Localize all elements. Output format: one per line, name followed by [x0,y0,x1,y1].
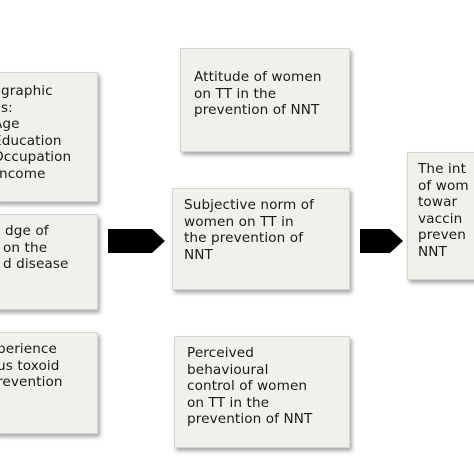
perceived-control-line: behavioural [187,361,269,378]
intention-line: towar [418,194,458,210]
arrow-right-icon [108,229,165,253]
experience-box: perience us toxoid revention [0,332,98,434]
knowledge-line: on the [3,239,48,256]
experience-line: perience [0,341,57,357]
knowledge-line: dge of [5,223,49,239]
intention-line: NNT [418,243,447,260]
subjective-norm-box: Subjective norm of women on TT in the pr… [172,188,350,290]
arrow-shape [108,229,165,253]
intention-line: of wom [418,177,469,194]
demographic-line: Occupation [0,149,72,165]
perceived-control-box: Perceived behavioural control of women o… [174,336,350,448]
arrow-right-icon [360,229,403,253]
demographic-line: Education [0,132,62,149]
intention-box: The int of wom towar vaccin preven NNT [407,152,474,280]
demographic-line: ncome [0,165,46,182]
perceived-control-line: Perceived [187,345,254,361]
knowledge-line: d disease [3,256,69,272]
intention-line: The int [418,161,467,177]
attitude-line: prevention of NNT [194,102,320,118]
knowledge-box: dge of on the d disease [0,214,98,310]
demographic-line: graphic [1,83,53,99]
subjective-norm-line: the prevention of [184,230,304,246]
perceived-control-line: control of women [187,378,308,394]
attitude-line: Attitude of women [194,69,322,85]
intention-line: preven [418,227,466,243]
attitude-line: on TT in the [194,85,277,102]
perceived-control-line: on TT in the [187,394,270,411]
experience-line: revention [0,374,63,390]
subjective-norm-line: Subjective norm of [184,197,315,213]
attitude-box: Attitude of women on TT in the preventio… [180,48,350,152]
demographic-line: s: [1,99,13,116]
arrow-shape [360,229,403,253]
demographic-factors-box: graphic s: Age Education Occupation ncom… [0,72,98,202]
intention-line: vaccin [418,210,463,227]
subjective-norm-line: NNT [184,246,213,263]
perceived-control-line: prevention of NNT [187,411,313,427]
demographic-line: Age [0,116,20,132]
subjective-norm-line: women on TT in [184,213,294,230]
experience-line: us toxoid [0,357,60,374]
